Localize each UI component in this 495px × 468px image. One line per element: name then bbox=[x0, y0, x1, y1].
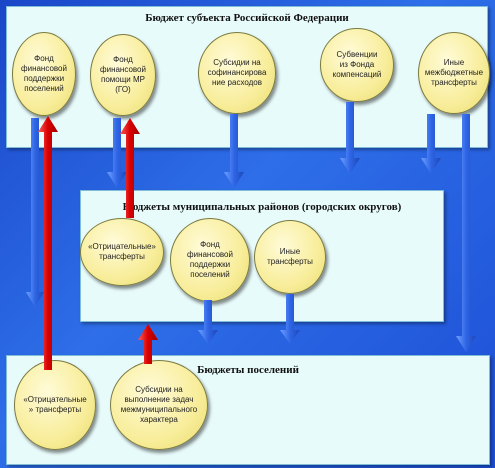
arrow-up-negative-to-region bbox=[38, 116, 58, 370]
node-label: Субвенции из Фонда компенсаций bbox=[332, 50, 382, 79]
settlements-budget-title: Бюджеты поселений bbox=[197, 364, 299, 376]
node-other-transfers-mr: Иные трансферты bbox=[254, 220, 326, 294]
regional-budget-title: Бюджет субъекта Российской Федерации bbox=[145, 12, 349, 24]
node-mr-settlement-support-fund: Фонд финансовой поддержки поселений bbox=[170, 218, 250, 302]
node-label: Субсидии на выполнение задач межмуниципа… bbox=[120, 385, 198, 424]
node-label: Фонд финансовой поддержки поселений bbox=[21, 54, 67, 93]
node-negative-transfers-mr: «Отрицательные» трансферты bbox=[80, 218, 164, 286]
node-label: Иные межбюджетные трансферты bbox=[424, 58, 484, 87]
node-cofinancing-subsidies: Субсидии на софинансирова ние расходов bbox=[198, 32, 276, 114]
node-label: Субсидии на софинансирова ние расходов bbox=[207, 58, 267, 87]
node-settlement-support-fund: Фонд финансовой поддержки поселений bbox=[12, 32, 76, 116]
node-other-interbudget-transfers: Иные межбюджетные трансферты bbox=[418, 32, 490, 114]
node-intermunicipal-subsidies: Субсидии на выполнение задач межмуниципа… bbox=[110, 360, 208, 450]
municipal-districts-title: Бюджеты муниципальных районов (городских… bbox=[122, 201, 402, 213]
node-label: Иные трансферты bbox=[267, 247, 313, 266]
node-label: «Отрицательные» трансферты bbox=[88, 242, 156, 261]
node-label: Фонд финансовой помощи МР (ГО) bbox=[100, 55, 146, 94]
arrow-down-other-to-settlements bbox=[456, 114, 476, 352]
node-compensation-subventions: Субвенции из Фонда компенсаций bbox=[320, 28, 394, 102]
node-negative-transfers-settlements: «Отрицательные » трансферты bbox=[14, 360, 96, 450]
regional-budget-box: Бюджет субъекта Российской Федерации bbox=[6, 6, 488, 148]
node-label: «Отрицательные » трансферты bbox=[23, 395, 87, 414]
node-label: Фонд финансовой поддержки поселений bbox=[187, 240, 233, 279]
node-mr-assistance-fund: Фонд финансовой помощи МР (ГО) bbox=[90, 34, 156, 116]
